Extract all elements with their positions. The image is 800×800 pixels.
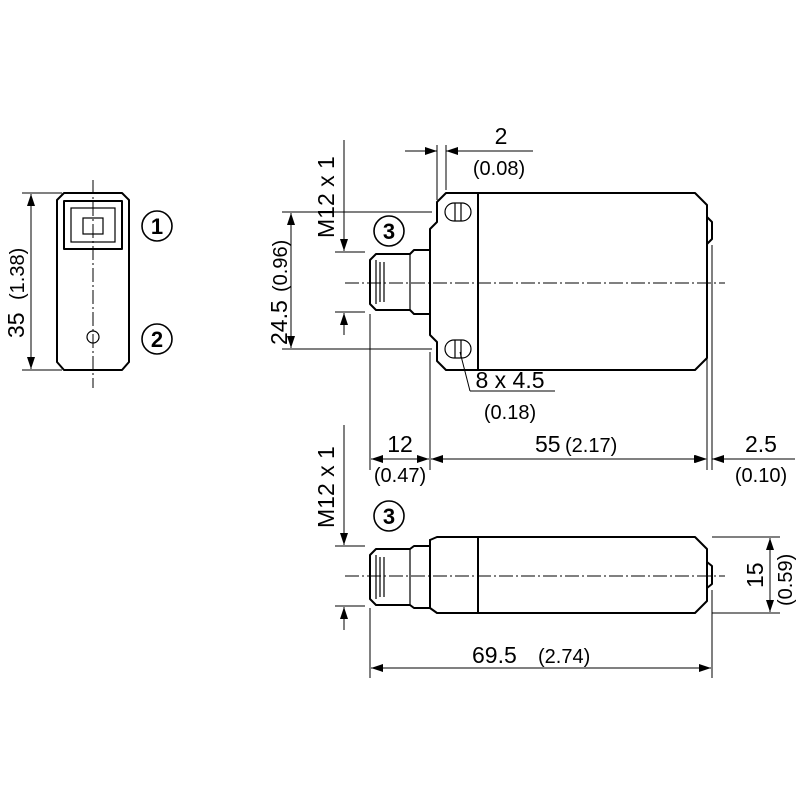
hole-dim-in: (0.18) [484, 402, 536, 424]
conn-dim-mm: 12 [387, 431, 413, 457]
callout-3-bottom: 3 [373, 500, 405, 532]
mounting-hole-top [444, 202, 472, 222]
callout-3-top: 3 [373, 215, 405, 247]
hole-dim-mm: 8 x 4.5 [475, 367, 544, 393]
width-dim-in: (0.59) [775, 554, 797, 606]
mount-dim-mm: 24.5 [266, 300, 292, 345]
side-end-cap [706, 561, 713, 589]
thread-dim-bottom: M12 x 1 [313, 446, 339, 528]
height-dim-in: (1.38) [7, 248, 29, 300]
width-dim-mm: 15 [742, 562, 768, 588]
conn-dim-in: (0.47) [374, 465, 426, 487]
svg-text:3: 3 [383, 504, 395, 529]
callout-1: 1 [141, 210, 173, 242]
callout-2: 2 [141, 323, 173, 355]
body-dim-mm: 55 [535, 431, 561, 457]
body-dim-in: (2.17) [565, 435, 617, 457]
front-view: 35 (1.38) 1 2 [3, 180, 173, 388]
total-dim-mm: 69.5 [472, 642, 517, 668]
hole-leader [459, 351, 471, 392]
mount-dim-in: (0.96) [270, 240, 292, 292]
mounting-hole-bottom [444, 339, 472, 359]
cap-dim-mm: 2.5 [745, 431, 777, 457]
housing-body [477, 192, 708, 371]
front-view-outline [56, 192, 130, 371]
m12-connector-side [369, 539, 431, 609]
height-dim-mm: 35 [3, 312, 29, 338]
side-view: M12 x 1 3 15 (0.59) 69.5 (2.74) [313, 425, 797, 678]
total-dim-in: (2.74) [538, 646, 590, 668]
cap-dim-in: (0.10) [735, 465, 787, 487]
svg-text:1: 1 [151, 214, 163, 239]
side-housing-body [429, 536, 708, 614]
top-view: 2 (0.08) M12 x 1 3 24.5 (0.96) 8 x 4.5 (… [266, 123, 795, 487]
svg-text:2: 2 [151, 327, 163, 352]
end-cap [706, 216, 713, 245]
svg-text:3: 3 [383, 219, 395, 244]
offset-dim-mm: 2 [495, 123, 508, 149]
m12-connector-top [369, 249, 431, 315]
offset-dim-in: (0.08) [473, 158, 525, 180]
mounting-flange [429, 192, 479, 371]
thread-dim-top: M12 x 1 [313, 156, 339, 238]
